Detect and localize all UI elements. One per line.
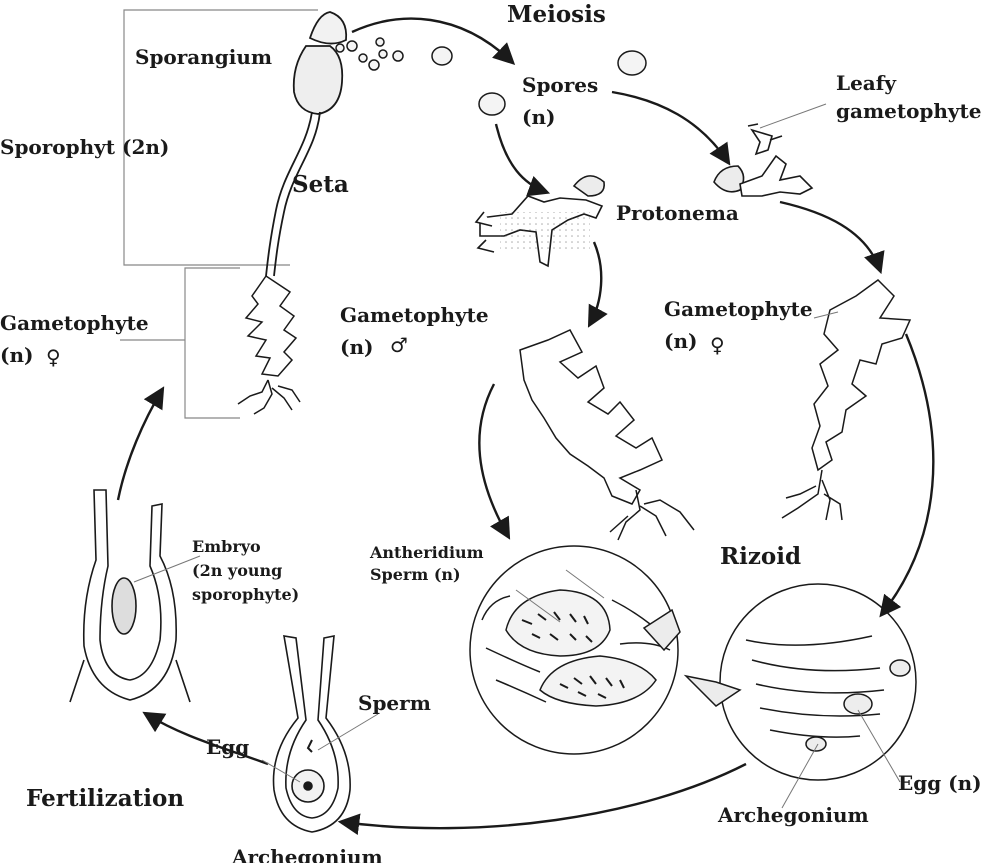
label-egg: Egg [206,735,250,759]
label-spores: Spores [522,73,599,97]
male-gametophyte-drawing [519,329,695,541]
label-pointers [133,103,901,809]
label-protonema: Protonema [616,201,739,225]
label-gametophyte-left-ploidy: (n) [0,343,34,367]
label-gametophyte-right-ploidy: (n) [664,329,698,353]
gametophyte-bracket [120,267,240,419]
embryo-archegonium-drawing [69,489,191,703]
label-embryo-2: (2n young [192,561,283,580]
cycle-arrows [116,17,935,835]
label-embryo-1: Embryo [192,537,261,556]
sporophyte-bracket [123,9,318,266]
protonema-drawing [474,175,605,268]
label-archegonium-bottom: Archegonium [232,845,383,863]
label-gametophyte-right: Gametophyte [664,297,813,321]
leafy-gametophyte-drawing [713,123,814,197]
label-sperm: Sperm [358,691,431,715]
female-gametophyte-left-drawing [237,274,301,415]
spores-drawing [335,37,647,116]
label-seta: Seta [292,171,349,198]
label-gametophyte-mid-ploidy: (n) [340,335,374,359]
sporophyte-drawing [265,11,348,277]
label-egg-n: Egg (n) [898,771,982,795]
label-meiosis: Meiosis [507,1,606,28]
antheridium-closeup-drawing [469,545,681,755]
female-symbol-left: ♀ [46,345,61,369]
archegonium-closeup-drawing [683,583,917,781]
fertilization-archegonium-drawing [272,635,351,833]
label-archegonium-right: Archegonium [718,803,869,827]
label-sporophyt: Sporophyt (2n) [0,135,170,159]
label-gametophyte-mid: Gametophyte [340,303,489,327]
label-antheridium: Antheridium [370,543,484,562]
label-spores-ploidy: (n) [522,105,556,129]
label-rizoid: Rizoid [720,543,802,570]
female-symbol-right: ♀ [710,333,725,357]
female-gametophyte-right-drawing [781,279,912,521]
label-sperm-n: Sperm (n) [370,565,461,584]
label-fertilization: Fertilization [26,785,185,812]
label-sporangium: Sporangium [135,45,273,69]
label-embryo-3: sporophyte) [192,585,300,604]
label-leafy-gametophyte: gametophyte [836,99,982,123]
male-symbol: ♂ [390,333,408,357]
label-gametophyte-left: Gametophyte [0,311,149,335]
label-leafy: Leafy [836,71,896,95]
